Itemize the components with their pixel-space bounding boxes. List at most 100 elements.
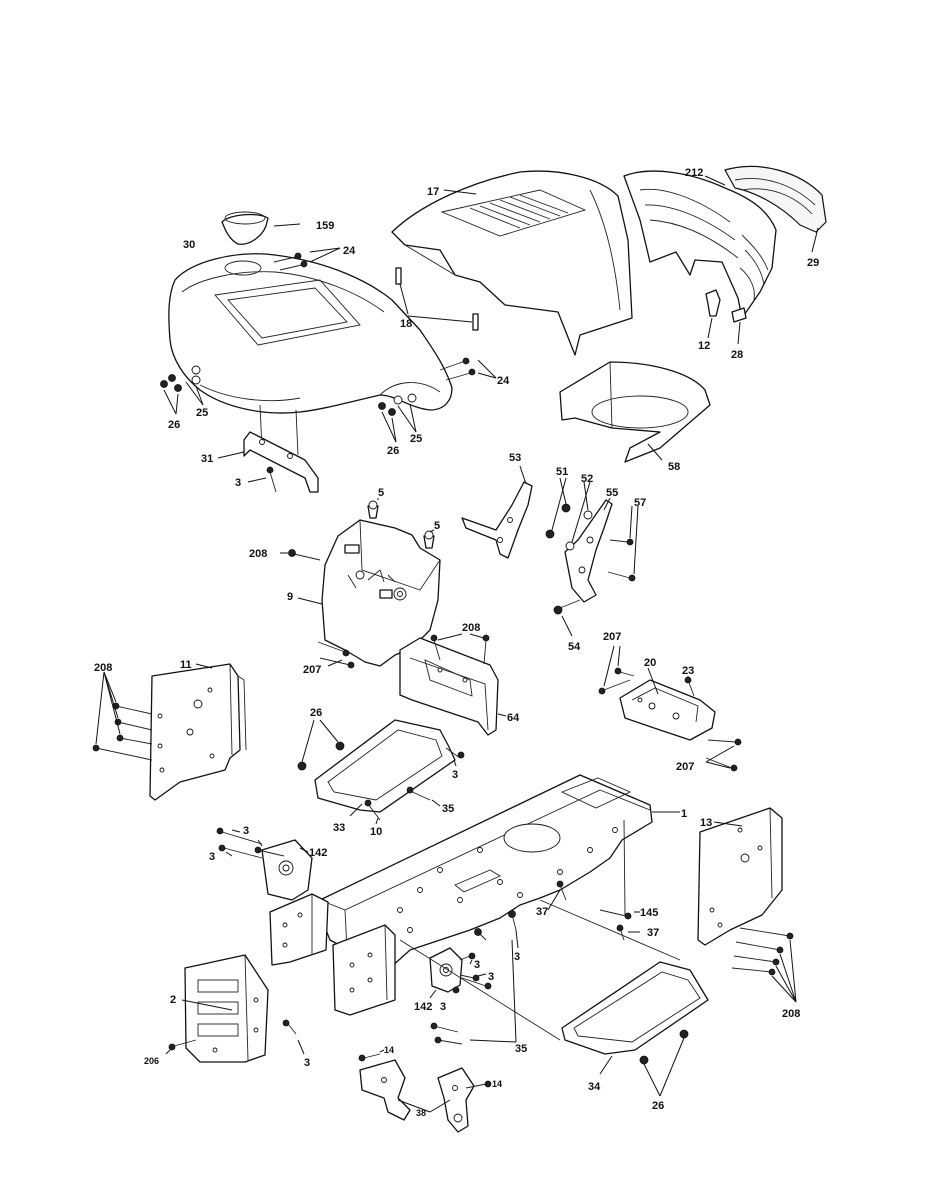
callout-3: 3: [474, 959, 480, 971]
bolts-207-dash: [317, 641, 355, 669]
frame-rail-left: [269, 893, 329, 966]
callout-208: 208: [94, 662, 112, 674]
bumper-plate-2: [181, 954, 269, 1063]
callout-3: 3: [235, 477, 241, 489]
side-panel-13: [697, 807, 783, 946]
callout-26: 26: [387, 445, 399, 457]
bolts-37-145: [547, 819, 640, 941]
bolts-35-lower: [430, 939, 517, 1045]
callout-35: 35: [442, 803, 454, 815]
callout-212: 212: [685, 167, 703, 179]
footrest-33: [314, 719, 456, 817]
bolt-3-seat: [247, 466, 277, 493]
bolts-35-10-footrest: [364, 786, 441, 825]
plate-142-lower: [429, 947, 463, 999]
callout-2: 2: [170, 994, 176, 1006]
callout-51: 51: [556, 466, 568, 478]
bolts-57: [607, 505, 639, 582]
callout-28: 28: [731, 349, 743, 361]
hardware-51-52: [545, 477, 593, 551]
callout-37: 37: [647, 927, 659, 939]
callout-207: 207: [676, 761, 694, 773]
callout-26: 26: [652, 1100, 664, 1112]
callout-34: 34: [588, 1081, 601, 1093]
callout-18: 18: [400, 318, 412, 330]
callout-208: 208: [782, 1008, 800, 1020]
callout-64: 64: [507, 712, 520, 724]
callout-30: 30: [183, 239, 195, 251]
callout-159: 159: [316, 220, 334, 232]
callout-206: 206: [144, 1056, 159, 1066]
callout-145: 145: [640, 907, 658, 919]
hardware-26-footrest-34: [639, 1029, 689, 1097]
dash-panel-9: [297, 519, 441, 667]
callout-24: 24: [497, 375, 510, 387]
hood-pins-18: [395, 267, 479, 331]
bolts-3-plate-upper: [216, 827, 285, 859]
callout-57: 57: [634, 497, 646, 509]
callout-208: 208: [462, 622, 480, 634]
callout-37: 37: [536, 906, 548, 918]
bolts-3-lower: [452, 952, 492, 994]
fastener-28: [731, 307, 747, 345]
bracket-20: [619, 667, 716, 741]
callout-38: 38: [416, 1108, 426, 1118]
bolts-24-right: [439, 357, 497, 381]
callout-10: 10: [370, 826, 382, 838]
callout-12: 12: [698, 340, 710, 352]
axle-bracket: [332, 924, 396, 1016]
bolt-54: [553, 599, 581, 637]
callout-54: 54: [568, 641, 581, 653]
callout-11: 11: [180, 659, 192, 671]
callout-3: 3: [488, 971, 494, 983]
callout-1: 1: [681, 808, 687, 820]
console-64: [399, 633, 507, 736]
callout-207: 207: [603, 631, 621, 643]
callout-29: 29: [807, 257, 819, 269]
bracket-55: [564, 497, 613, 603]
callout-24: 24: [343, 245, 356, 257]
callout-25: 25: [196, 407, 208, 419]
plate-142-upper: [261, 839, 313, 901]
seat-knob-159: [221, 211, 301, 245]
callout-14: 14: [384, 1045, 394, 1055]
hardware-25-26-left: [160, 365, 204, 415]
bolt-3-bumper: [282, 1019, 305, 1055]
bolts-24-upper: [273, 247, 341, 271]
callout-20: 20: [644, 657, 656, 669]
bolts-208-right-panel: [731, 927, 797, 1003]
bracket-38-left: [359, 1059, 411, 1121]
bracket-12: [705, 289, 721, 339]
side-panel-11: [149, 663, 247, 801]
bracket-38-right: [397, 1067, 475, 1133]
callout-23: 23: [682, 665, 694, 677]
bolt-3-footrest: [445, 747, 465, 767]
grille-insert-29: [724, 165, 827, 253]
callout-17: 17: [427, 186, 439, 198]
seat-bracket-31: [217, 431, 319, 493]
callout-207: 207: [303, 664, 321, 676]
callout-3: 3: [514, 951, 520, 963]
callout-55: 55: [606, 487, 618, 499]
hardware-26-footrest: [297, 719, 345, 771]
callout-142: 142: [309, 847, 327, 859]
callout-31: 31: [201, 453, 213, 465]
callout-35: 35: [515, 1043, 527, 1055]
bolts-207-bracket-20: [598, 645, 742, 772]
callout-5: 5: [378, 487, 384, 499]
callout-26: 26: [310, 707, 322, 719]
callout-25: 25: [410, 433, 422, 445]
rear-link: [399, 899, 681, 1041]
callout-3: 3: [243, 825, 249, 837]
callout-26: 26: [168, 419, 180, 431]
callout-208: 208: [249, 548, 267, 560]
callout-142: 142: [414, 1001, 432, 1013]
callout-33: 33: [333, 822, 345, 834]
callout-53: 53: [509, 452, 521, 464]
callout-3: 3: [440, 1001, 446, 1013]
callout-5: 5: [434, 520, 440, 532]
footrest-34: [561, 961, 709, 1075]
grille-housing-212: [623, 170, 777, 319]
